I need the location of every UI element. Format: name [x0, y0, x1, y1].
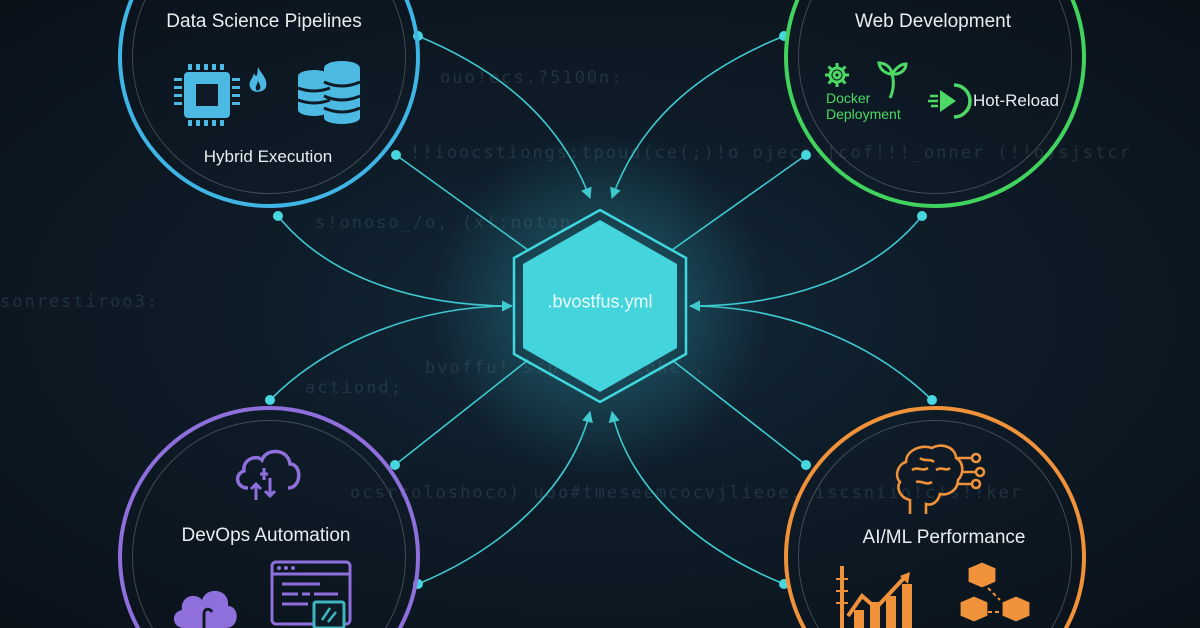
- growth-chart-icon: [836, 566, 912, 628]
- node-title-aiml-performance: AI/ML Performance: [862, 527, 1026, 548]
- cubes-network-icon: [960, 561, 1031, 623]
- node-title-devops-automation: DevOps Automation: [181, 525, 351, 546]
- node-title-web-development: Web Development: [855, 11, 1011, 32]
- brain-circuit-icon: [895, 444, 986, 514]
- hot-reload-play-icon: [928, 83, 972, 119]
- hub-config-filename[interactable]: .bvostfus.yml: [547, 291, 653, 312]
- docker-deployment-label: Docker Deployment: [826, 90, 901, 122]
- sprout-icon: [877, 61, 908, 99]
- cpu-chip-icon: [174, 64, 240, 126]
- gear-icon: [825, 63, 849, 87]
- terminal-window-icon: [270, 560, 352, 628]
- flame-icon: [249, 67, 267, 92]
- background-code-line: actiond;: [305, 378, 403, 398]
- cloud-sync-icon: [235, 449, 301, 500]
- node-subtitle-hybrid-execution: Hybrid Execution: [203, 147, 333, 166]
- node-title-data-science: Data Science Pipelines: [166, 11, 362, 32]
- background-code-line: sonrestiroo3:: [0, 292, 160, 312]
- cloud-git-icon: [173, 590, 237, 628]
- hot-reload-label: Hot-Reload: [973, 91, 1059, 110]
- hub-hexagon: [512, 208, 688, 404]
- background-code-line: ouo!ecs.?5100n:: [440, 68, 624, 88]
- database-icon: [297, 61, 361, 124]
